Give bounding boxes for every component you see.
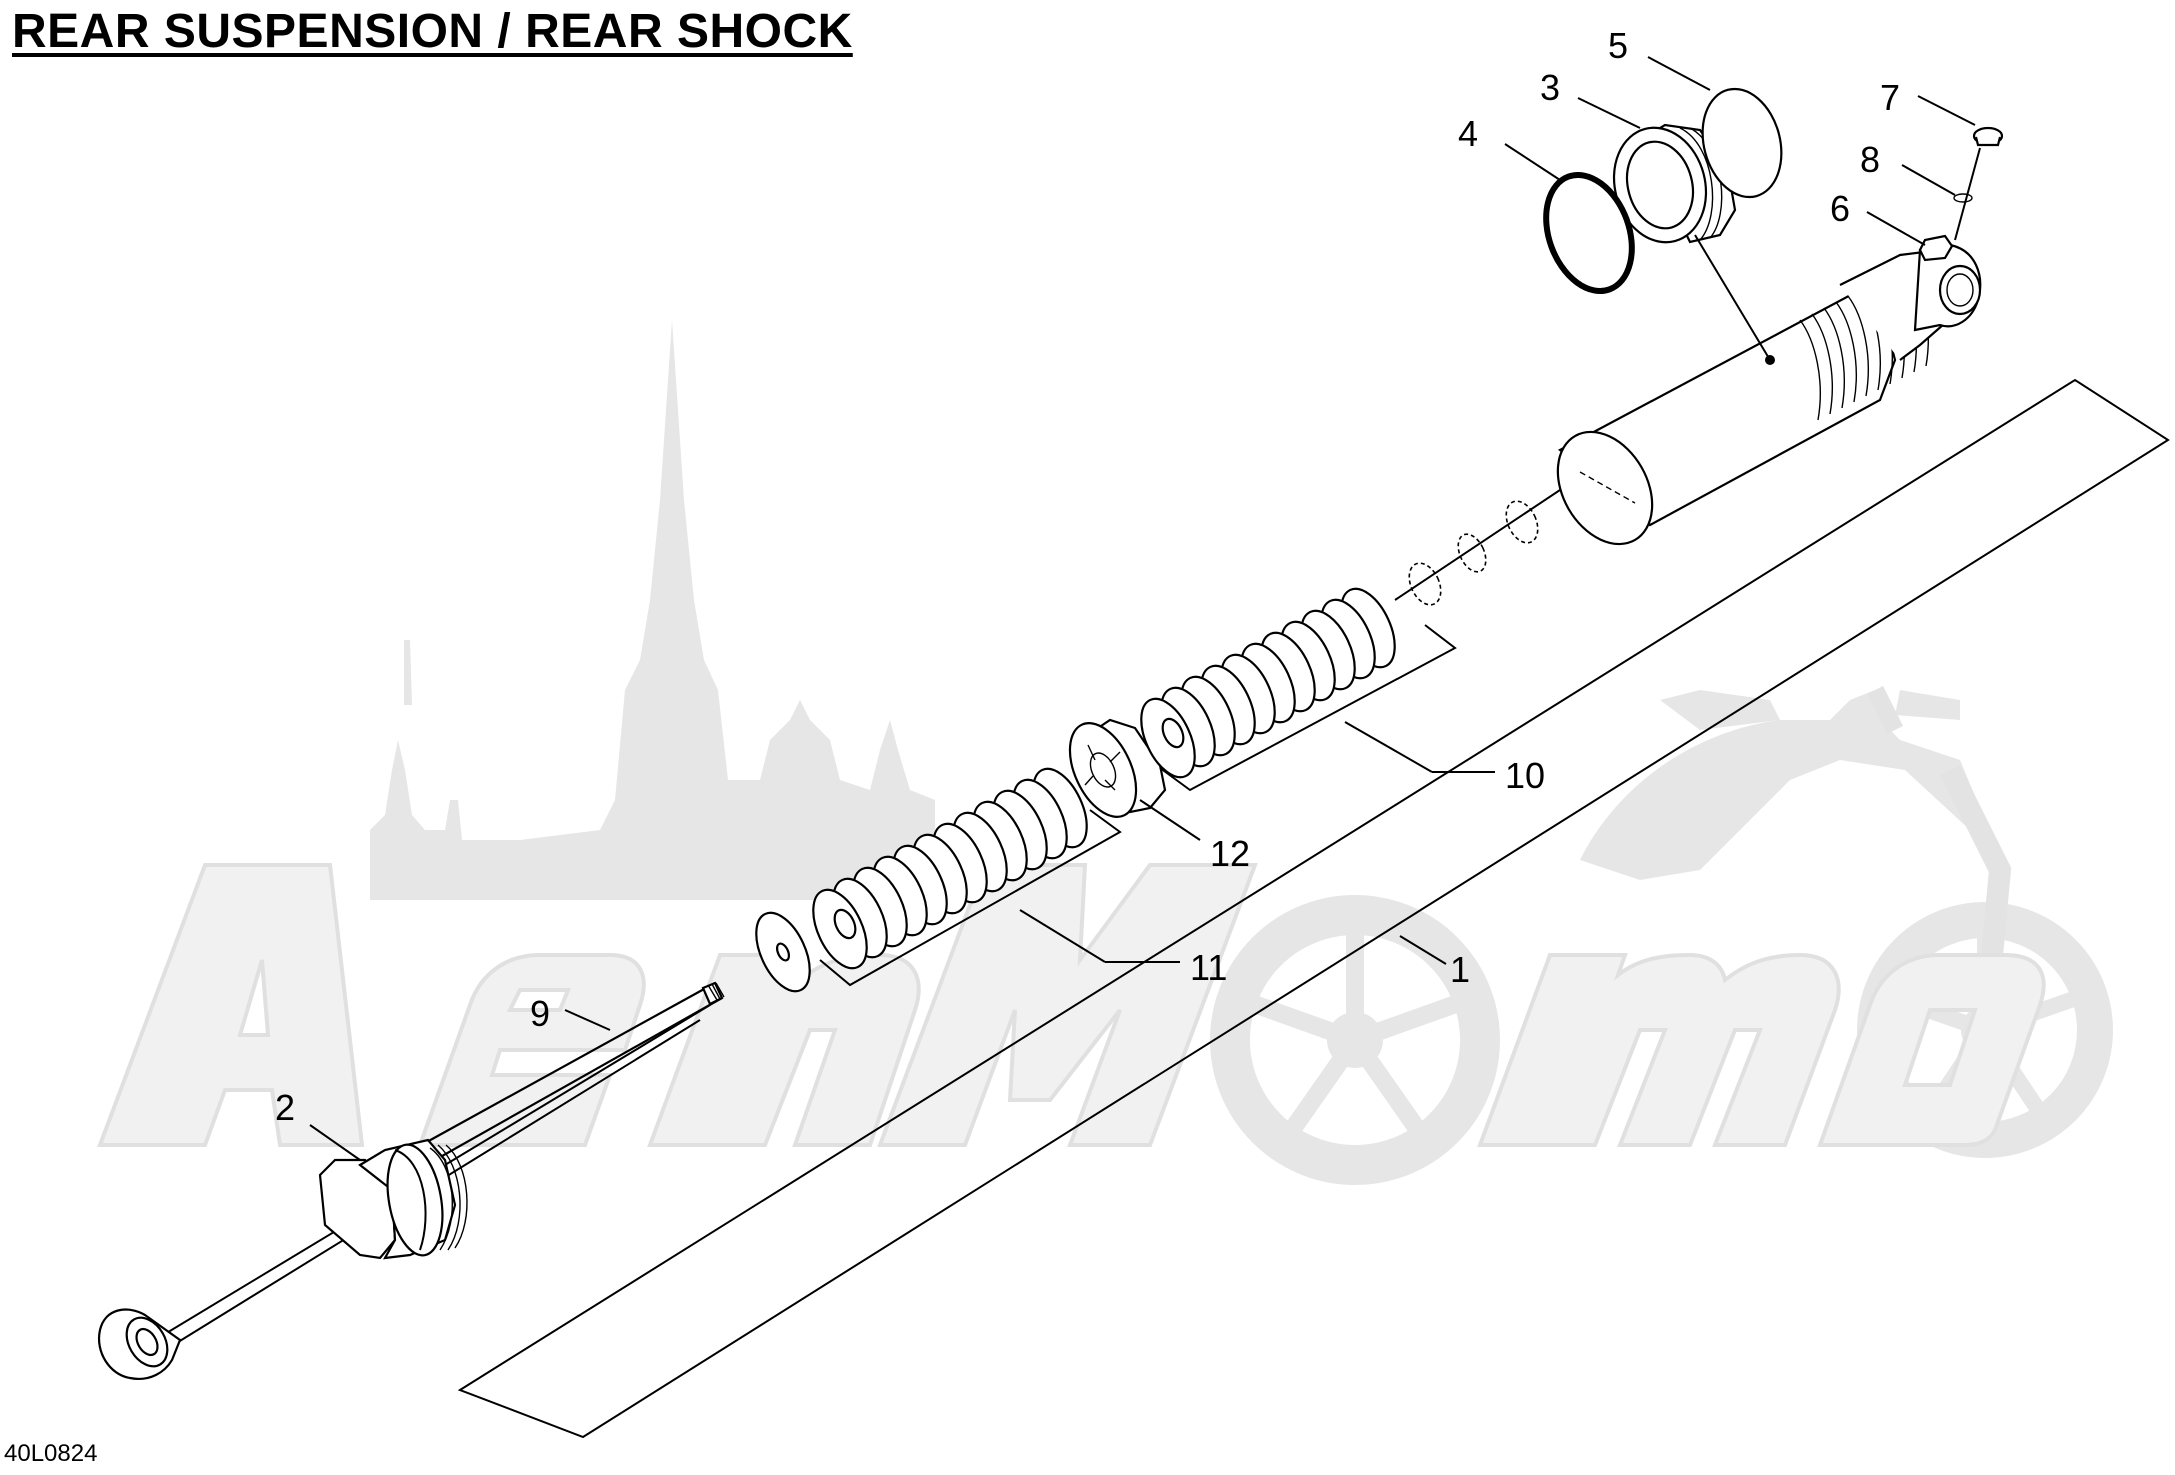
part-5-disc: [1701, 87, 1783, 199]
part-10-shim-stack: [1140, 587, 1457, 792]
svg-text:3: 3: [1540, 67, 1560, 108]
svg-text:8: 8: [1860, 139, 1880, 180]
svg-text:10: 10: [1505, 755, 1545, 796]
part-4-o-ring: [1543, 171, 1635, 295]
callout-6: 6: [1830, 188, 1926, 246]
callouts: 1 2 3 4 5 6 7 8: [275, 25, 1976, 1161]
callout-10: 10: [1344, 721, 1545, 796]
svg-text:7: 7: [1880, 77, 1900, 118]
svg-text:2: 2: [275, 1087, 295, 1128]
part-1-shock-body: [1556, 234, 1982, 546]
figure-code: 40L0824: [4, 1440, 98, 1467]
callout-12: 12: [1139, 799, 1250, 874]
watermark-letters: [97, 863, 2046, 1147]
svg-text:4: 4: [1458, 113, 1478, 154]
callout-4: 4: [1458, 113, 1561, 181]
svg-text:1: 1: [1450, 949, 1470, 990]
svg-text:9: 9: [530, 993, 550, 1034]
part-9-shaft: [97, 981, 725, 1380]
callout-9: 9: [530, 993, 611, 1034]
shim-stack-11-discs: [812, 767, 1088, 970]
part-12-piston: [1068, 718, 1167, 818]
callout-1: 1: [1399, 935, 1470, 990]
dashed-washers: [1408, 500, 1539, 606]
page-title: REAR SUSPENSION / REAR SHOCK: [12, 5, 853, 58]
svg-text:12: 12: [1210, 833, 1250, 874]
watermark-skyline: [370, 320, 935, 900]
callout-8: 8: [1860, 139, 1956, 196]
callout-11: 11: [1019, 909, 1227, 988]
part-7-screw: [1954, 126, 2004, 241]
svg-text:11: 11: [1190, 947, 1227, 988]
callout-3: 3: [1540, 67, 1641, 129]
part-11-shim-stack: [755, 767, 1122, 993]
callout-5: 5: [1608, 25, 1711, 91]
svg-text:6: 6: [1830, 188, 1850, 229]
svg-text:5: 5: [1608, 25, 1628, 66]
bracket-part-1: [457, 378, 2170, 1439]
callout-7: 7: [1880, 77, 1976, 126]
part-8-washer: [1953, 193, 1973, 203]
callout-2: 2: [275, 1087, 361, 1161]
part-2-seal-head: [318, 1138, 468, 1260]
